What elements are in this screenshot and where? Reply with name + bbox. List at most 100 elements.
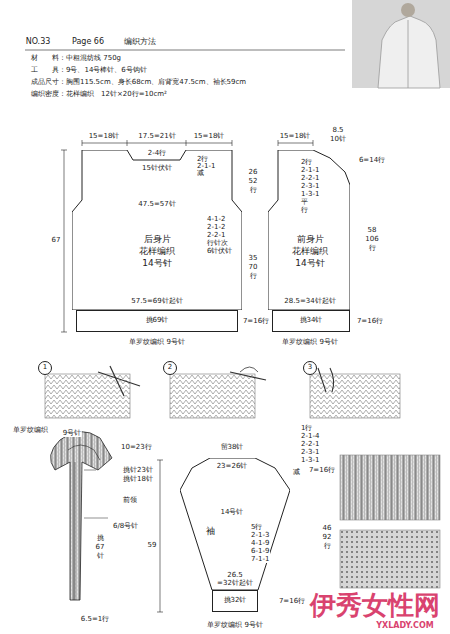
rib-band: 挑34针 (272, 310, 350, 332)
pattern-note: 2-1-2 (206, 223, 226, 231)
pattern-note: 1-3-1 (300, 456, 320, 464)
pattern-note: 挑针18针 (122, 475, 154, 483)
node-text: 3 (308, 363, 312, 372)
step-illustrations (45, 366, 400, 418)
pattern-note: 减 (196, 169, 205, 177)
pattern-note: 57.5=69针起针 (130, 297, 183, 305)
pattern-note: 7=16行 (278, 597, 306, 605)
pattern-note: 14号针 (220, 508, 245, 516)
pattern-note: 2-3-1 (300, 182, 320, 190)
pattern-note: 9号针 (62, 429, 82, 437)
pattern-note: 工 具：9号、14号棒针、6号钩针 (30, 66, 148, 74)
piece-name: 挑34针 (300, 316, 323, 325)
piece-name: 3 (308, 363, 312, 372)
watermark: YXLADY.COM (375, 621, 434, 630)
piece-note: 14号针 (139, 258, 175, 270)
pattern-note: 单罗纹编织 9号针 (206, 621, 264, 629)
step-circle: 3 (303, 361, 317, 375)
pattern-note: 2-1-1 (300, 166, 320, 174)
pattern-note: 47.5=57针 (137, 200, 176, 208)
piece-shape (180, 458, 290, 590)
pattern-note: 单罗纹编织 9号针 (128, 338, 186, 346)
pattern-note: 行 (300, 206, 309, 214)
pattern-note: 2-2-1 (300, 440, 320, 448)
pattern-note: 行 (249, 272, 258, 280)
header-rule (25, 50, 345, 51)
pattern-note: 8.5 (331, 126, 344, 134)
pattern-note: 减 (292, 468, 301, 476)
node-text: 挑32针 (224, 596, 247, 605)
piece-note: 花样编织 (292, 246, 328, 258)
pattern-note: 46 (322, 524, 333, 532)
piece-shape (72, 150, 242, 310)
pattern-note: 6/8号针 (112, 522, 139, 530)
pattern-note: 挑针23针 (122, 466, 154, 474)
pattern-note: 4-1-9 (250, 539, 270, 547)
watermark: 伊秀女性网 (309, 591, 441, 621)
pattern-note: 59 (147, 541, 158, 549)
pattern-note: NO.33 (25, 37, 52, 46)
pattern-note: 7=16行 (356, 317, 384, 325)
pattern-note: 7=16行 (308, 466, 336, 474)
rib-band: 挑32针 (212, 590, 258, 612)
pattern-note: 行 (368, 244, 377, 252)
node-text: 后身片花样编织14号针 (139, 234, 175, 269)
node-text: 前身片花样编织14号针 (292, 234, 328, 269)
pattern-note: 2-1-3 (250, 531, 270, 539)
pattern-note: 15针伏针 (141, 164, 173, 172)
pattern-note: 10针 (329, 135, 347, 143)
step-circle: 2 (163, 361, 177, 375)
photo (352, 0, 450, 88)
pattern-note: 针 (96, 552, 105, 560)
pattern-note: 1-3-1 (300, 190, 320, 198)
pattern-note: 平 (300, 198, 309, 206)
pattern-note: 编织方法 (123, 37, 157, 46)
piece-shape (268, 150, 350, 310)
pattern-note: 单罗纹编织 (12, 426, 49, 434)
node-text: 挑34针 (300, 316, 323, 325)
pattern-note: 2-2-1 (300, 174, 320, 182)
piece-name: 袖 (206, 526, 215, 538)
pattern-note: 7-1-1 (250, 555, 270, 563)
node-text: 袖 (206, 526, 215, 538)
pattern-note: 4-1-2 (206, 215, 226, 223)
pattern-note: Page 66 (71, 37, 105, 46)
pattern-note: 35 (248, 254, 259, 262)
pattern-note: 26 (248, 168, 259, 176)
node-text: 挑69针 (146, 316, 169, 325)
piece-name: 前身片 (292, 234, 328, 246)
pattern-note: 2-4行 (147, 149, 167, 157)
pattern-note: 15=18针 (279, 132, 312, 140)
pattern-note: 前领 (122, 496, 138, 504)
pattern-note: 单罗纹编织 9号针 (281, 338, 339, 346)
pattern-note: 67 (95, 543, 106, 551)
pattern-note: 52 (248, 177, 259, 185)
pattern-note: 2-3-1 (300, 448, 320, 456)
pattern-note: 留38针 (220, 443, 245, 451)
swatches (340, 455, 440, 588)
pattern-note: 1行 (300, 424, 313, 432)
pattern-note: 行 (249, 186, 258, 194)
pattern-note: 2-1-4 (300, 432, 320, 440)
pattern-note: 7=16行 (242, 317, 270, 325)
pattern-note: 行 (323, 542, 332, 550)
pattern-note: 材 料：中粗混纺线 750g (30, 54, 122, 62)
step-circle: 1 (38, 361, 52, 375)
pattern-note: 58 (367, 226, 378, 234)
pattern-note: 26.5 (226, 571, 244, 579)
pattern-note: 28.5=34针起针 (283, 297, 336, 305)
pattern-note: 5行 (250, 523, 263, 531)
pattern-note: 10=23行 (120, 443, 153, 451)
pattern-note: 6针伏针 (206, 247, 233, 255)
pattern-note: 23=26针 (216, 462, 249, 470)
node-text: 2 (168, 363, 172, 372)
pattern-note: 15=18针 (193, 132, 226, 140)
pattern-note: 2-2-1 (206, 231, 226, 239)
pattern-note: 6=14行 (358, 156, 386, 164)
pattern-note: 6.5=1行 (80, 615, 110, 623)
pattern-note: 67 (51, 236, 62, 244)
piece-note: 14号针 (292, 258, 328, 270)
piece-name: 1 (43, 363, 47, 372)
piece-name: 后身片 (139, 234, 175, 246)
piece-name: 2 (168, 363, 172, 372)
